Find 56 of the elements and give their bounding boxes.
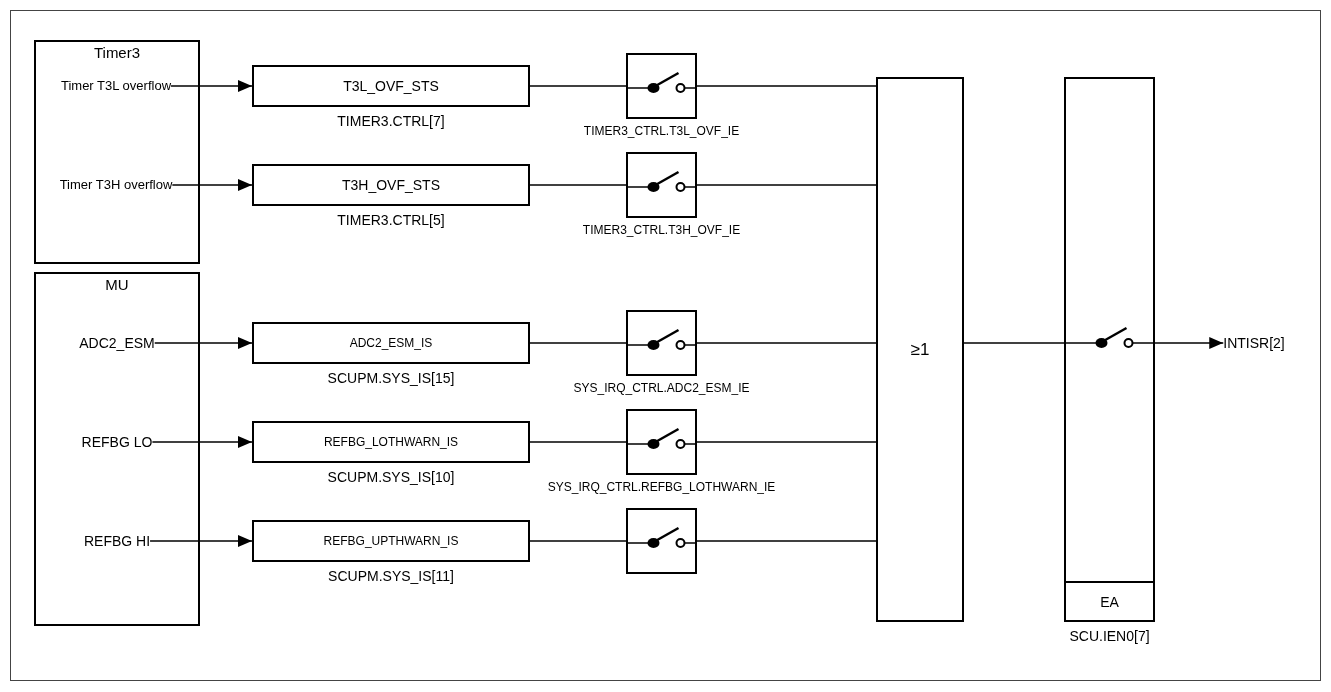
connector-line bbox=[529, 184, 627, 186]
signal-label: ADC2_ESM bbox=[79, 333, 155, 353]
module-box bbox=[34, 272, 200, 626]
switch-box bbox=[626, 152, 697, 218]
switch-box bbox=[626, 53, 697, 119]
bit-name: EA bbox=[1099, 593, 1120, 610]
status-flag-box bbox=[252, 520, 530, 562]
flag-name: T3L_OVF_STS bbox=[342, 78, 440, 94]
module-title: MU bbox=[104, 276, 130, 293]
arrow bbox=[151, 436, 253, 448]
connector-line bbox=[963, 342, 1065, 344]
flag-name: REFBG_UPTHWARN_IS bbox=[322, 534, 460, 548]
flag-name: ADC2_ESM_IS bbox=[348, 336, 434, 350]
connector-line bbox=[529, 85, 627, 87]
register-bit-label: TIMER3.CTRL[5] bbox=[337, 212, 445, 228]
enable-bit-label: TIMER3_CTRL.T3H_OVF_IE bbox=[582, 222, 741, 238]
signal-label: REFBG LO bbox=[81, 432, 153, 452]
connector-line bbox=[529, 342, 627, 344]
connector-line bbox=[696, 184, 877, 186]
register-bit-label: SCU.IEN0[7] bbox=[1069, 628, 1150, 644]
module-title: Timer3 bbox=[92, 44, 142, 61]
or-symbol: ≥1 bbox=[909, 339, 931, 360]
arrow bbox=[149, 535, 253, 547]
status-flag-box bbox=[252, 322, 530, 364]
output-signal-label: INTISR[2] bbox=[1223, 333, 1285, 353]
global-enable-column bbox=[1064, 77, 1155, 622]
connector-line bbox=[696, 540, 877, 542]
module-box bbox=[34, 40, 200, 264]
arrow bbox=[170, 80, 253, 92]
enable-bit-label: TIMER3_CTRL.T3L_OVF_IE bbox=[583, 123, 740, 139]
flag-name: REFBG_LOTHWARN_IS bbox=[322, 435, 460, 449]
register-bit-label: SCUPM.SYS_IS[10] bbox=[327, 469, 455, 485]
signal-label: Timer T3L overflow bbox=[60, 76, 172, 96]
switch-box bbox=[626, 310, 697, 376]
register-bit-label: SCUPM.SYS_IS[15] bbox=[327, 370, 455, 386]
arrow bbox=[171, 179, 253, 191]
connector-line bbox=[696, 342, 877, 344]
arrow bbox=[154, 337, 253, 349]
status-flag-box bbox=[252, 421, 530, 463]
signal-label: Timer T3H overflow bbox=[59, 175, 173, 195]
connector-line bbox=[696, 441, 877, 443]
signal-label: REFBG HI bbox=[83, 531, 151, 551]
connector-line bbox=[529, 441, 627, 443]
switch-box bbox=[626, 409, 697, 475]
enable-bit-label: SYS_IRQ_CTRL.REFBG_LOTHWARN_IE bbox=[547, 479, 776, 495]
connector-line bbox=[529, 540, 627, 542]
status-flag-box bbox=[252, 65, 530, 107]
connector-line bbox=[696, 85, 877, 87]
switch-box bbox=[626, 508, 697, 574]
register-bit-label: TIMER3.CTRL[7] bbox=[337, 113, 445, 129]
or-gate-box bbox=[876, 77, 964, 622]
arrow bbox=[1154, 337, 1224, 349]
flag-name: T3H_OVF_STS bbox=[341, 177, 441, 193]
enable-bit-label: SYS_IRQ_CTRL.ADC2_ESM_IE bbox=[573, 380, 750, 396]
register-bit-label: SCUPM.SYS_IS[11] bbox=[328, 568, 454, 584]
status-flag-box bbox=[252, 164, 530, 206]
